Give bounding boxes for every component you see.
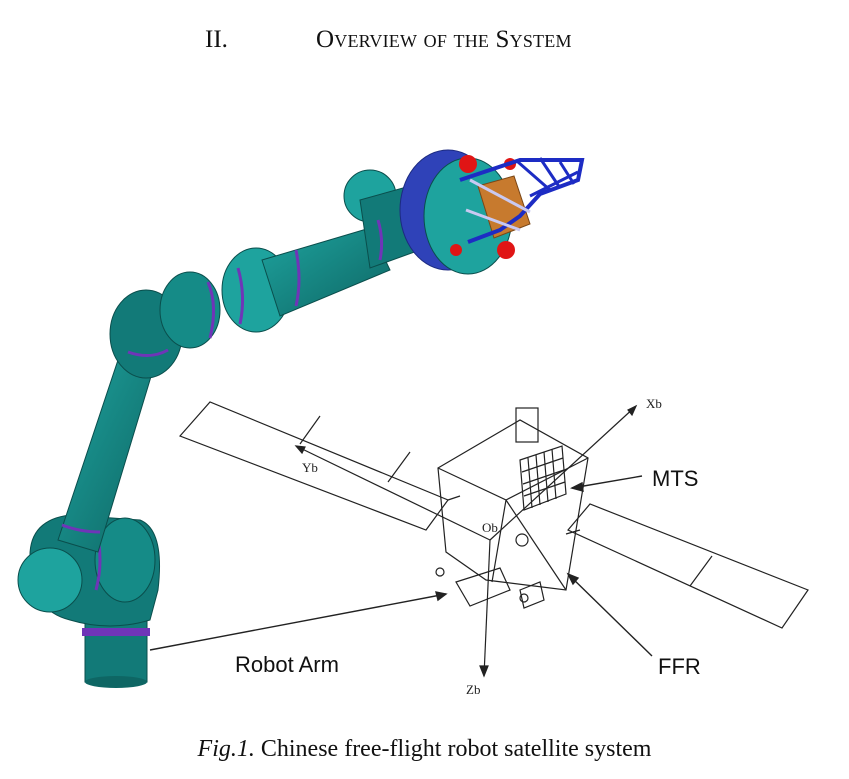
- label-zb: Zb: [466, 682, 480, 697]
- label-mts: MTS: [652, 466, 698, 491]
- figure-label: Fig.1.: [197, 736, 255, 762]
- label-yb: Yb: [302, 460, 318, 475]
- base-ring: [82, 628, 150, 636]
- figure-caption-text: Chinese free-flight robot satellite syst…: [260, 736, 652, 762]
- section-number: II.: [205, 26, 228, 53]
- callout-lines: [149, 475, 653, 657]
- mts-grid: [519, 445, 567, 511]
- label-robot-arm: Robot Arm: [235, 652, 339, 677]
- label-xb: Xb: [646, 396, 662, 411]
- figure: MTS FFR Robot Arm Xb Yb Zb Ob: [0, 120, 849, 710]
- label-ob: Ob: [482, 520, 498, 535]
- figure-illustration: MTS FFR Robot Arm Xb Yb Zb Ob: [17, 149, 809, 697]
- section-title: Overview of the System: [316, 26, 572, 53]
- robot-arm-illustration: [17, 149, 585, 688]
- section-heading: II. Overview of the System: [0, 24, 849, 64]
- figure-caption: Fig.1. Chinese free-flight robot satelli…: [0, 736, 849, 763]
- body-axes: [294, 404, 638, 678]
- satellite-illustration: [178, 401, 809, 629]
- label-ffr: FFR: [658, 654, 701, 679]
